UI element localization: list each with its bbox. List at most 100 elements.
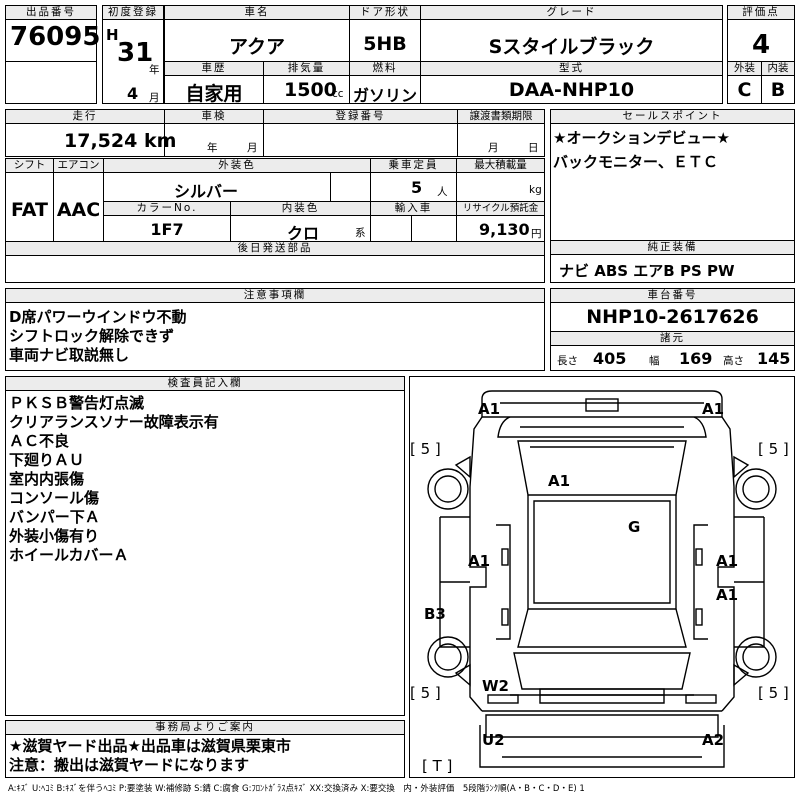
score-label: 評価点 — [728, 6, 794, 20]
shift-box: シフト FAT — [5, 158, 54, 242]
year-unit: 年 — [149, 64, 160, 76]
recycle-label: リサイクル預託金 — [457, 202, 544, 216]
sales-point-label: セールスポイント — [551, 110, 794, 124]
lot-number: 76095 — [10, 22, 101, 52]
mark-glass: G — [628, 518, 641, 536]
int-color-box: 内装色 クロ 系 — [230, 201, 371, 243]
office-line-2: 注意：搬出は滋賀ヤードになります — [9, 756, 250, 774]
grade: Sスタイルブラック — [488, 36, 655, 58]
width-label: 幅 — [649, 355, 660, 367]
max-load-label: 最大積載量 — [457, 159, 544, 173]
note-line-1: D席パワーウインドウ不動 — [9, 308, 187, 326]
inspection-label: 車検 — [165, 110, 263, 124]
color-no-label: カラーNo. — [104, 202, 230, 216]
length-label: 長さ — [557, 355, 578, 367]
recycle-box: リサイクル預託金 9,130 円 — [456, 201, 545, 242]
ext-color-box: 外装色 シルバー — [103, 158, 371, 202]
import-label: 輸入車 — [371, 202, 456, 216]
exterior-grade: C — [737, 79, 752, 101]
length: 405 — [593, 349, 627, 368]
first-registration-label: 初度登録 — [103, 6, 163, 20]
exterior-grade-box: 外装 C — [727, 61, 762, 104]
sales-point-box: セールスポイント ★オークションデビュー★ バックモニター、ＥＴＣ — [550, 109, 795, 241]
sales-point-line-2: バックモニター、ＥＴＣ — [553, 153, 718, 171]
int-color: クロ — [287, 224, 320, 243]
cc-unit: cc — [332, 88, 344, 100]
chassis-box: 車台番号 NHP10-2617626 諸元 長さ 405 幅 169 高さ 14… — [550, 288, 795, 371]
color-divider — [330, 173, 331, 201]
chassis-number: NHP10-2617626 — [586, 306, 759, 328]
equipment-list: ナビ ABS エアB PS PW — [559, 262, 735, 280]
history-box: 車歴 自家用 — [164, 61, 264, 105]
month-unit: 月 — [149, 92, 160, 104]
door-label: ドア形状 — [350, 6, 420, 20]
capacity: 5 — [411, 178, 423, 197]
door-type: 5HB — [363, 33, 407, 55]
inspector-line-7: バンパー下Ａ — [9, 508, 100, 526]
office-line-1: ★滋賀ヤード出品★出品車は滋賀県栗東市 — [9, 737, 291, 755]
yen-unit: 円 — [531, 228, 542, 240]
inspection-box: 車検 年 月 — [164, 109, 264, 157]
mark-rear-right: A2 — [702, 731, 725, 749]
first-registration-box: 初度登録 H 31 年 4 月 — [102, 5, 164, 104]
displacement: 1500 — [284, 79, 337, 101]
mark-front-bumper-right: A1 — [702, 400, 725, 418]
inspection-year-unit: 年 — [207, 142, 218, 154]
model-code: DAA-NHP10 — [508, 79, 635, 101]
height: 145 — [757, 349, 791, 368]
exterior-label: 外装 — [728, 62, 761, 76]
import-divider — [411, 216, 412, 241]
car-name: アクア — [228, 36, 286, 58]
tire-front-right: [ 5 ] — [758, 440, 789, 458]
transfer-deadline-box: 譲渡書類期限 月 日 — [457, 109, 545, 157]
tire-rear-left: [ 5 ] — [410, 684, 441, 702]
tire-rear-right: [ 5 ] — [758, 684, 789, 702]
office-notice-box: 事務局よりご案内 ★滋賀ヤード出品★出品車は滋賀県栗東市 注意：搬出は滋賀ヤード… — [5, 720, 405, 778]
shift-label: シフト — [6, 159, 53, 173]
legend: A:ｷｽﾞ U:ﾍｺﾐ B:ｷｽﾞを伴うﾍｺﾐ P:要塗装 W:補修跡 S:錆 … — [8, 784, 585, 794]
displacement-label: 排気量 — [264, 62, 349, 76]
inspector-line-2: クリアランスソナー故障表示有 — [9, 413, 219, 431]
interior-grade-box: 内装 B — [761, 61, 795, 104]
fuel-box: 燃料 ガソリン — [349, 61, 421, 105]
score: 4 — [751, 30, 771, 60]
width: 169 — [679, 349, 713, 368]
mark-rear-left: U2 — [482, 731, 505, 749]
office-notice-label: 事務局よりご案内 — [6, 721, 404, 735]
displacement-box: 排気量 1500 cc — [263, 61, 350, 104]
sales-point-line-1: ★オークションデビュー★ — [553, 129, 730, 147]
mark-left-quarter: B3 — [424, 605, 446, 623]
mark-roof: A1 — [548, 472, 571, 490]
lot-number-label: 出品番号 — [6, 6, 96, 20]
inspector-line-3: ＡＣ不良 — [9, 432, 70, 450]
notes-box: 注意事項欄 D席パワーウインドウ不動 シフトロック解除できず 車両ナビ取説無し — [5, 288, 545, 371]
mark-rear-window: W2 — [482, 677, 509, 695]
aircon-label: エアコン — [54, 159, 103, 173]
mileage: 17,524 — [64, 130, 138, 152]
note-line-2: シフトロック解除できず — [9, 327, 175, 345]
mark-right-rear-door: A1 — [716, 586, 739, 604]
transfer-day-unit: 日 — [528, 142, 539, 154]
inspector-line-4: 下廻りＡＵ — [9, 451, 85, 469]
inspector-line-9: ホイールカバーＡ — [9, 546, 129, 564]
recycle-deposit: 9,130 — [479, 220, 530, 239]
dims-label: 諸元 — [551, 331, 794, 346]
kg-unit: kg — [529, 184, 542, 196]
height-label: 高さ — [723, 355, 744, 367]
interior-label: 内装 — [762, 62, 794, 76]
lot-blank-box — [5, 61, 97, 104]
inspector-box: 検査員記入欄 ＰＫＳＢ警告灯点滅 クリアランスソナー故障表示有 ＡＣ不良 下廻り… — [5, 376, 405, 716]
km-unit: km — [144, 130, 177, 152]
damage-diagram: A1 A1 A1 G A1 A1 A1 B3 W2 U2 A2 [ 5 ] [ … — [409, 376, 795, 778]
mileage-box: 走行 17,524 km — [5, 109, 176, 157]
color-no: 1F7 — [150, 220, 184, 239]
era: H — [106, 26, 119, 44]
interior-grade: B — [770, 79, 786, 101]
later-parts-label: 後日発送部品 — [6, 242, 544, 256]
capacity-label: 乗車定員 — [371, 159, 456, 173]
mark-front-bumper-left: A1 — [478, 400, 501, 418]
int-color-label: 内装色 — [231, 202, 370, 216]
car-name-box: 車名 アクア — [164, 5, 350, 62]
mark-left-door: A1 — [468, 552, 491, 570]
history-label: 車歴 — [165, 62, 263, 76]
